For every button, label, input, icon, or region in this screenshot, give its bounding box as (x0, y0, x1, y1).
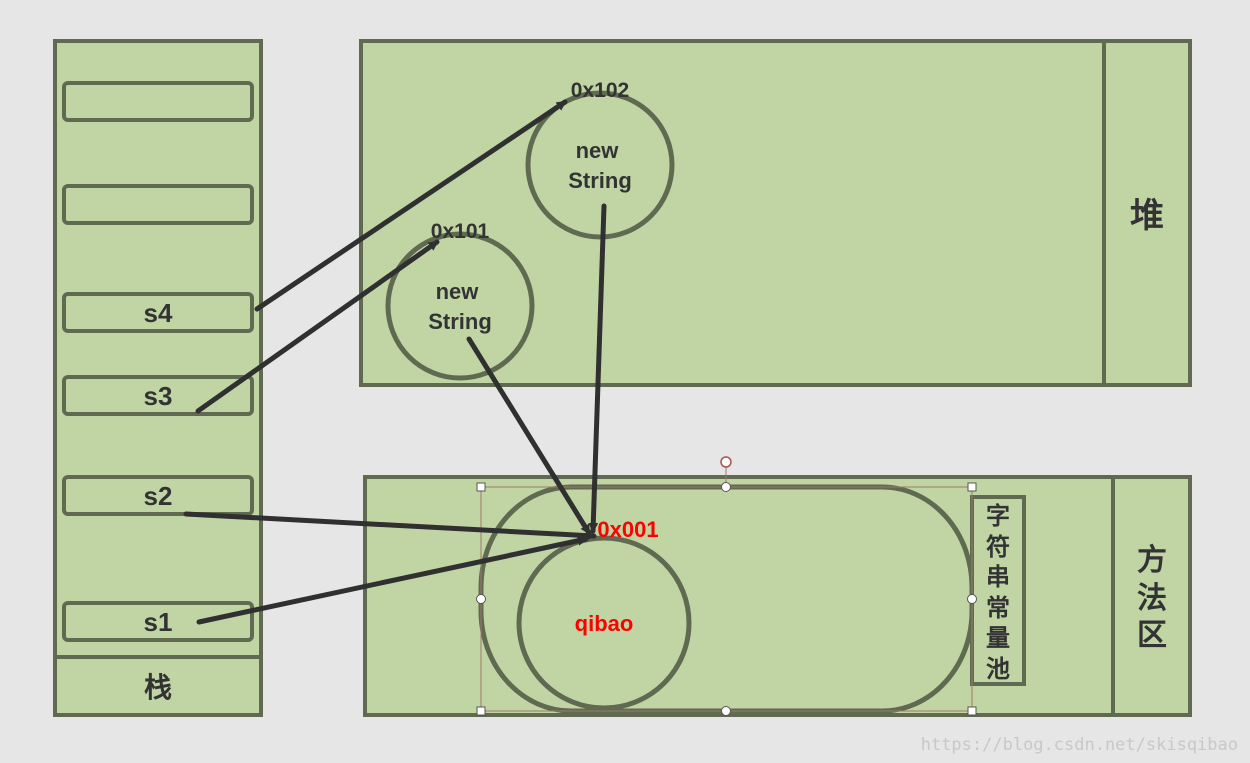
string-pool-label-char: 符 (986, 533, 1010, 561)
string-pool-label-char: 池 (986, 656, 1010, 683)
string-pool-label-char: 常 (986, 595, 1010, 622)
heap-object-0x102: 0x102 new String (525, 79, 675, 240)
stack-slot-s1 (62, 601, 254, 642)
watermark: https://blog.csdn.net/skisqibao (921, 735, 1238, 755)
arrow-s2-to-0x001 (183, 511, 597, 541)
heap-object-label-line2: String (568, 168, 632, 193)
method-area-label-char-2: 法 (1137, 582, 1167, 615)
resize-handle-top[interactable] (721, 482, 731, 492)
stack-slot-empty-2 (62, 184, 254, 225)
heap-label: 堆 (1130, 197, 1164, 235)
string-pool-label-box (970, 495, 1026, 686)
heap-object-address: 0x101 (431, 220, 490, 243)
selection-frame[interactable] (476, 456, 977, 716)
method-area-label-char-1: 方 (1137, 543, 1167, 577)
stack-slot-s3-label: s3 (144, 381, 173, 411)
stack-slot-s1-label: s1 (144, 607, 173, 637)
arrow-s3-to-0x101 (195, 239, 440, 414)
constant-value: qibao (575, 611, 634, 636)
constant-address: 0x001 (597, 517, 658, 542)
method-area-label-char-3: 区 (1137, 619, 1167, 652)
stack-slot-s4-label: s4 (144, 298, 173, 328)
heap-object-circle (385, 231, 535, 381)
stack-slot-empty-1 (62, 81, 254, 122)
string-pool-label-char: 字 (986, 502, 1010, 530)
stack-slot-s4 (62, 292, 254, 333)
arrow-0x101-to-0x001 (466, 336, 592, 536)
string-pool-label-char: 量 (986, 625, 1010, 652)
stack-slot-s2-label: s2 (144, 481, 173, 511)
heap-object-address: 0x102 (571, 79, 629, 102)
reference-arrows (183, 99, 607, 625)
rotate-handle[interactable] (720, 456, 732, 468)
heap-object-0x101: 0x101 new String (385, 220, 535, 381)
resize-handle-bottom-right[interactable] (967, 706, 977, 716)
resize-handle-left[interactable] (476, 594, 486, 604)
resize-handle-bottom[interactable] (721, 706, 731, 716)
resize-handle-right[interactable] (967, 594, 977, 604)
string-pool-label-char: 串 (986, 564, 1010, 591)
heap-object-label-line1: new (576, 138, 620, 163)
arrow-s1-to-0x001 (196, 535, 589, 625)
resize-handle-bottom-left[interactable] (476, 706, 486, 716)
constant-object-circle (516, 535, 692, 711)
stack-label: 栈 (144, 672, 172, 703)
arrow-0x102-to-0x001 (588, 203, 607, 534)
method-area-region: 方 法 区 字 符 串 常 量 池 0x001 qibao (363, 475, 1192, 717)
resize-handle-top-right[interactable] (967, 482, 977, 492)
heap-object-label-line2: String (428, 309, 492, 334)
heap-object-label-line1: new (436, 279, 480, 304)
resize-handle-top-left[interactable] (476, 482, 486, 492)
heap-object-circle (525, 90, 675, 240)
arrow-s4-to-0x102 (254, 99, 568, 312)
heap-region: 堆 0x102 new String 0x101 new String (359, 39, 1192, 387)
stack-slot-s2 (62, 475, 254, 516)
